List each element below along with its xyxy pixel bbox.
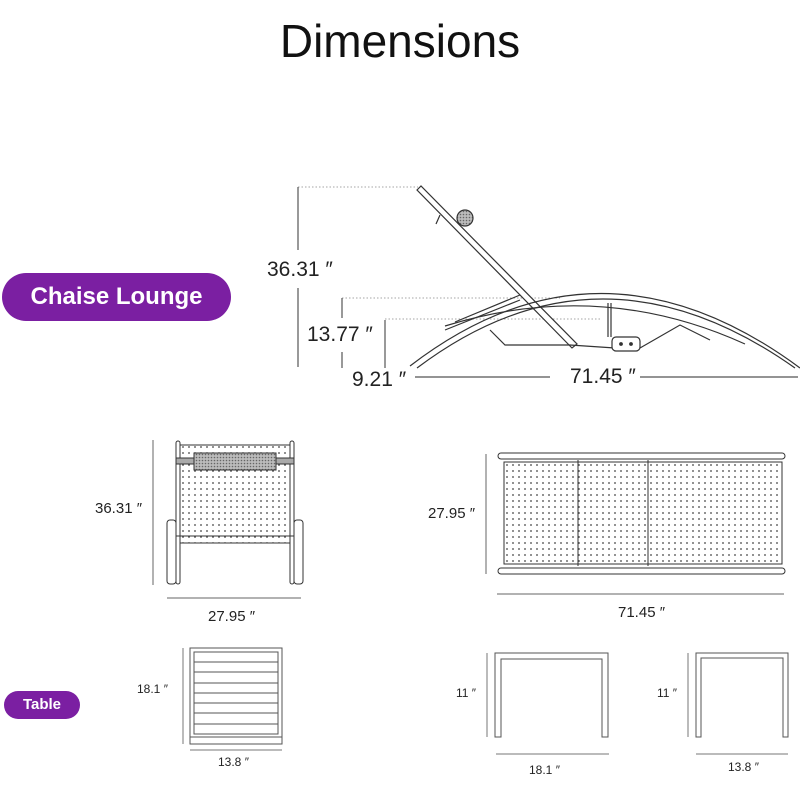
chaise-side-view <box>297 185 800 378</box>
table-top-width-label: 13.8 ″ <box>218 755 249 769</box>
table-top-depth-label: 18.1 ″ <box>137 682 168 696</box>
table-short-width-label: 13.8 ″ <box>728 760 759 774</box>
table-badge: Table <box>4 691 80 719</box>
chaise-front-height-label: 36.31 ″ <box>95 500 143 517</box>
chaise-lounge-badge: Chaise Lounge <box>2 273 231 321</box>
table-short-height-label: 11 ″ <box>657 686 678 700</box>
chaise-front-view <box>152 440 304 599</box>
chaise-side-bottom-height-label: 9.21 ″ <box>352 368 407 391</box>
chaise-top-length-label: 71.45 ″ <box>618 604 666 621</box>
page-title: Dimensions <box>279 15 521 67</box>
chaise-side-length-label: 71.45 ″ <box>570 365 636 388</box>
table-side-long-view <box>486 652 609 755</box>
chaise-front-width-label: 27.95 ″ <box>208 608 256 625</box>
chaise-top-view <box>485 452 786 595</box>
chaise-top-width-label: 27.95 ″ <box>428 505 476 522</box>
table-top-view <box>182 647 283 751</box>
table-long-length-label: 18.1 ″ <box>529 763 560 777</box>
table-side-short-view <box>687 652 789 755</box>
chaise-side-height-label: 36.31 ″ <box>267 258 333 281</box>
table-long-height-label: 11 ″ <box>456 686 477 700</box>
chaise-side-seat-height-label: 13.77 ″ <box>307 323 373 346</box>
